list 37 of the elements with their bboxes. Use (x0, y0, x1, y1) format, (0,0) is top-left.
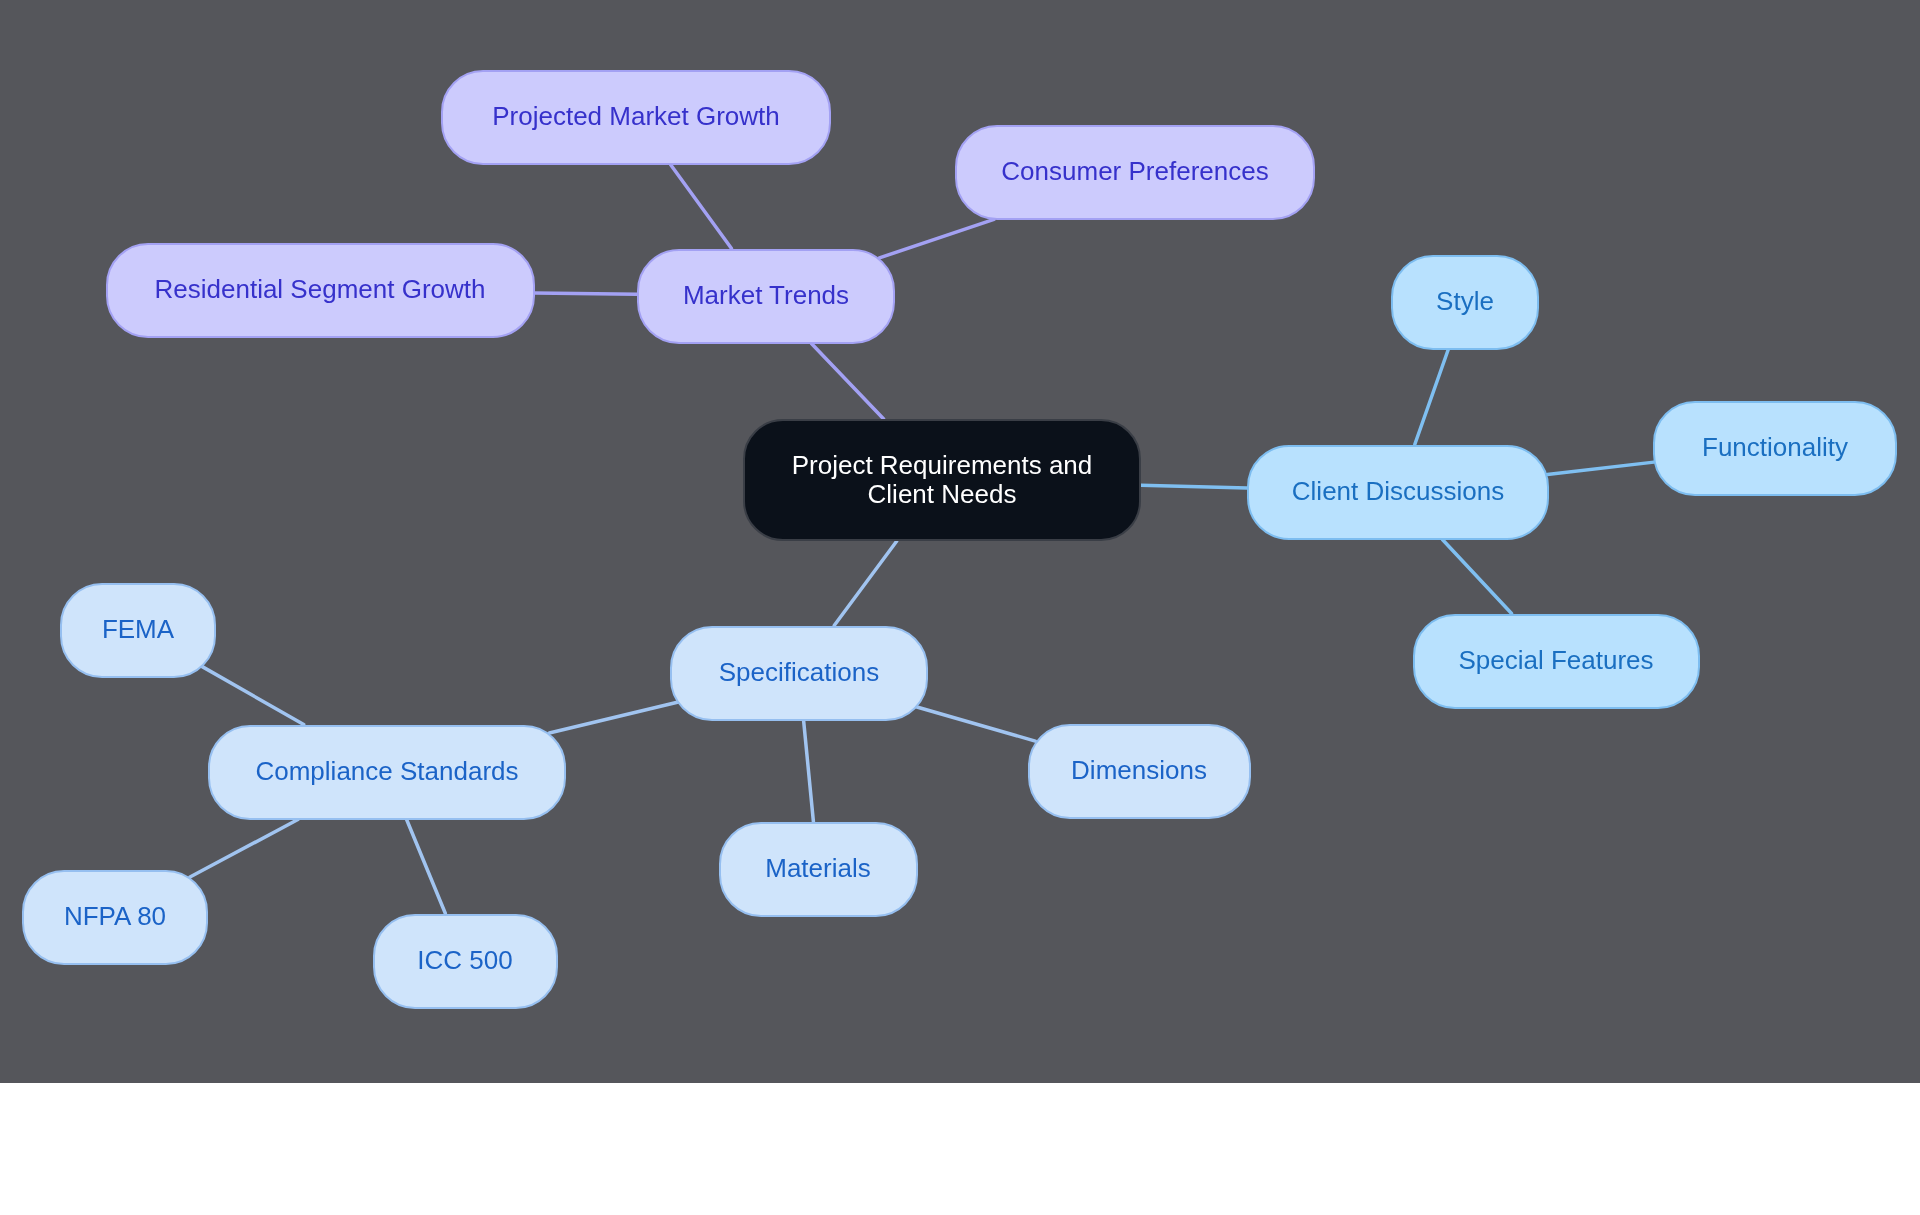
node-label: Market Trends (682, 281, 850, 311)
node-label: Special Features (1458, 646, 1654, 676)
topic-node (637, 248, 895, 344)
node-label: Style (1436, 287, 1494, 317)
node-label: Project Requirements and Client Needs (790, 450, 1094, 510)
node-label: ICC 500 (417, 946, 513, 976)
connector-line (547, 700, 680, 735)
node-label: NFPA 80 (63, 902, 167, 932)
node-label: Residential Segment Growth (154, 275, 486, 305)
connector-line (668, 162, 734, 251)
topic-node (1027, 723, 1251, 819)
central-topic-node (743, 419, 1141, 541)
node-label: Compliance Standards (255, 757, 519, 787)
node-label: Consumer Preferences (1001, 157, 1269, 187)
node-label: Materials (765, 854, 871, 884)
topic-node (60, 582, 216, 678)
node-label: Functionality (1702, 433, 1848, 463)
topic-node (208, 724, 566, 820)
node-label: Client Discussions (1291, 477, 1505, 507)
node-label: Specifications (718, 658, 880, 688)
topic-node (22, 869, 208, 965)
connector-line (404, 817, 448, 916)
node-label: Projected Market Growth (492, 102, 780, 132)
connector-line (1139, 483, 1249, 490)
connector-line (915, 705, 1038, 743)
topic-node (670, 625, 928, 721)
connector-line (1413, 347, 1450, 447)
node-label: FEMA (101, 615, 175, 645)
connector-line (801, 718, 816, 824)
connector-line (832, 539, 899, 628)
connector-line (877, 217, 996, 260)
connector-line (188, 817, 300, 879)
connector-line (809, 341, 886, 421)
connector-line (200, 664, 306, 727)
connector-line (1440, 537, 1514, 616)
node-label: Dimensions (1071, 756, 1207, 786)
connector-line (1545, 460, 1656, 477)
